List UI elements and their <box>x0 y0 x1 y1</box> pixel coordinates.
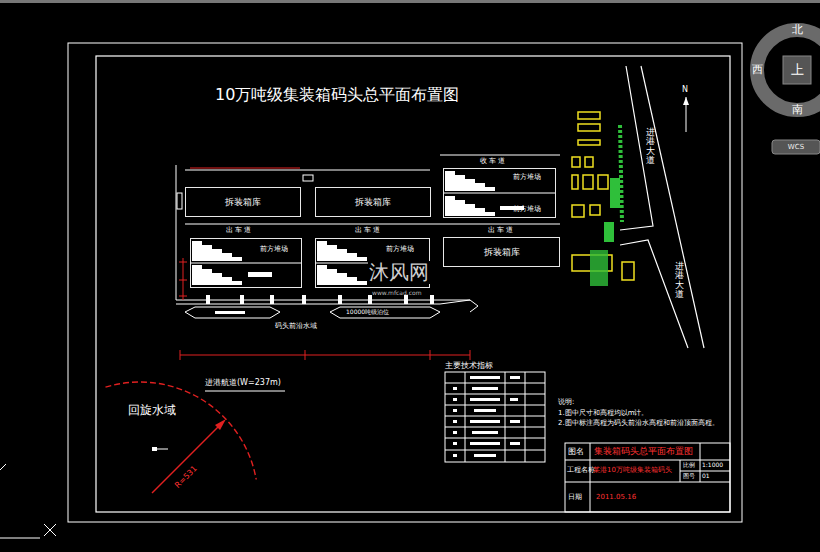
warehouse-box: 拆装箱库 <box>443 237 560 267</box>
water-label: 码头前沿水域 <box>275 322 317 330</box>
note-heading: 说明: <box>558 398 574 406</box>
warehouse-box: 拆装箱库 <box>315 187 431 217</box>
drawing-title: 10万吨级集装箱码头总平面布置图 <box>215 86 459 104</box>
equipment-bar <box>248 272 272 277</box>
title-block-cell: 2011.05.16 <box>596 493 636 501</box>
road-label: 收 车 道 <box>480 157 505 165</box>
yard-stack <box>445 171 495 191</box>
node-label: 拆装箱库 <box>484 247 520 257</box>
title-block-cell: 日期 <box>568 493 582 501</box>
sheet-border <box>68 43 742 522</box>
node-label: 前方堆场 <box>260 245 288 253</box>
wharf-line <box>176 300 470 301</box>
title-block-cell: 集装箱码头总平面布置图 <box>594 446 693 456</box>
title-block-cell: 图号 <box>683 473 695 480</box>
ship-hull <box>330 307 440 318</box>
north-arrow-head <box>683 97 689 105</box>
wharf-line <box>176 304 440 305</box>
lane-line <box>443 193 556 194</box>
basin-mark <box>152 447 157 451</box>
radius-arrow <box>215 419 226 430</box>
yard-stack <box>192 241 242 261</box>
yard-box: 前方堆场前方堆场 <box>443 168 556 218</box>
note-text: 2.图中标注高程为码头前沿水高程和前沿顶面高程。 <box>558 419 719 427</box>
view-label: 上 <box>791 63 804 78</box>
green-areas <box>590 178 620 286</box>
yard-stack <box>192 265 242 285</box>
wcs-button <box>772 140 820 154</box>
road-line <box>185 170 430 171</box>
drawing-border <box>96 56 730 512</box>
watermark: www.mfcad.com <box>372 290 422 297</box>
yard-stack <box>317 265 367 285</box>
title-block-cell: 1:1000 <box>702 462 723 469</box>
watermark: 沐风网 <box>368 261 430 284</box>
green-belt <box>620 125 622 222</box>
approach-road <box>620 66 704 348</box>
yard-box: 前方堆场 <box>190 238 302 288</box>
road-label: 出 车 道 <box>488 226 513 234</box>
small-building <box>303 175 313 181</box>
radius-line <box>152 423 222 493</box>
road-line <box>185 224 560 225</box>
node-label: 拆装箱库 <box>355 197 391 207</box>
road-label: 出 车 道 <box>226 226 251 234</box>
ucs-axis <box>0 538 40 539</box>
title-block-cell: 图名 <box>568 447 584 456</box>
north-label: N <box>682 85 688 94</box>
lane-line <box>190 263 302 264</box>
channel-line <box>205 391 285 392</box>
ucs-x <box>44 524 56 536</box>
view-compass <box>757 30 820 110</box>
node-label: 前方堆场 <box>386 245 414 253</box>
table-cell-marks <box>453 376 520 457</box>
yard-stack <box>445 196 495 216</box>
gate-mark <box>177 193 182 209</box>
window-bar <box>0 0 820 3</box>
title-block-cell: 比例 <box>683 462 695 469</box>
compass-label: 北 <box>792 24 803 37</box>
note-text: 1.图中尺寸和高程均以m计。 <box>558 409 649 417</box>
compass-label: 南 <box>792 104 803 117</box>
road-label: 出 车 道 <box>355 226 380 234</box>
dimension-lines <box>179 168 470 360</box>
ucs-mark <box>0 464 6 470</box>
yard-stack <box>317 241 367 261</box>
basin-label: 回旋水域 <box>128 404 176 418</box>
title-block-cell: 工程名称 <box>567 466 595 474</box>
node-label: 前方堆场 <box>513 205 541 213</box>
berth-label: 10000吨级泊位 <box>345 309 390 316</box>
road-line <box>440 155 560 156</box>
channel-label: 进港航道(W=237m) <box>205 378 281 387</box>
ucs-x <box>44 524 56 536</box>
basin-mark <box>157 449 168 450</box>
node-label: 拆装箱库 <box>225 197 261 207</box>
compass-label: 西 <box>752 64 763 77</box>
title-block-cell: 某港10万吨级集装箱码头 <box>593 466 672 474</box>
table-heading: 主要技术指标 <box>445 361 493 370</box>
road-name: 进港大道 <box>675 262 684 299</box>
warehouse-box: 拆装箱库 <box>185 187 301 217</box>
ship-mark <box>215 311 245 314</box>
view-cube <box>783 56 811 84</box>
title-block <box>565 443 730 512</box>
road-name: 进港大道 <box>646 128 655 165</box>
indicator-table <box>445 372 545 462</box>
wcs-label: WCS <box>788 143 804 151</box>
wharf-end <box>440 300 478 312</box>
node-label: 前方堆场 <box>513 173 541 181</box>
title-block-cell: 01 <box>702 473 710 480</box>
ship-hull <box>185 307 280 318</box>
terminal-edge <box>176 165 177 300</box>
bollards <box>206 295 434 304</box>
